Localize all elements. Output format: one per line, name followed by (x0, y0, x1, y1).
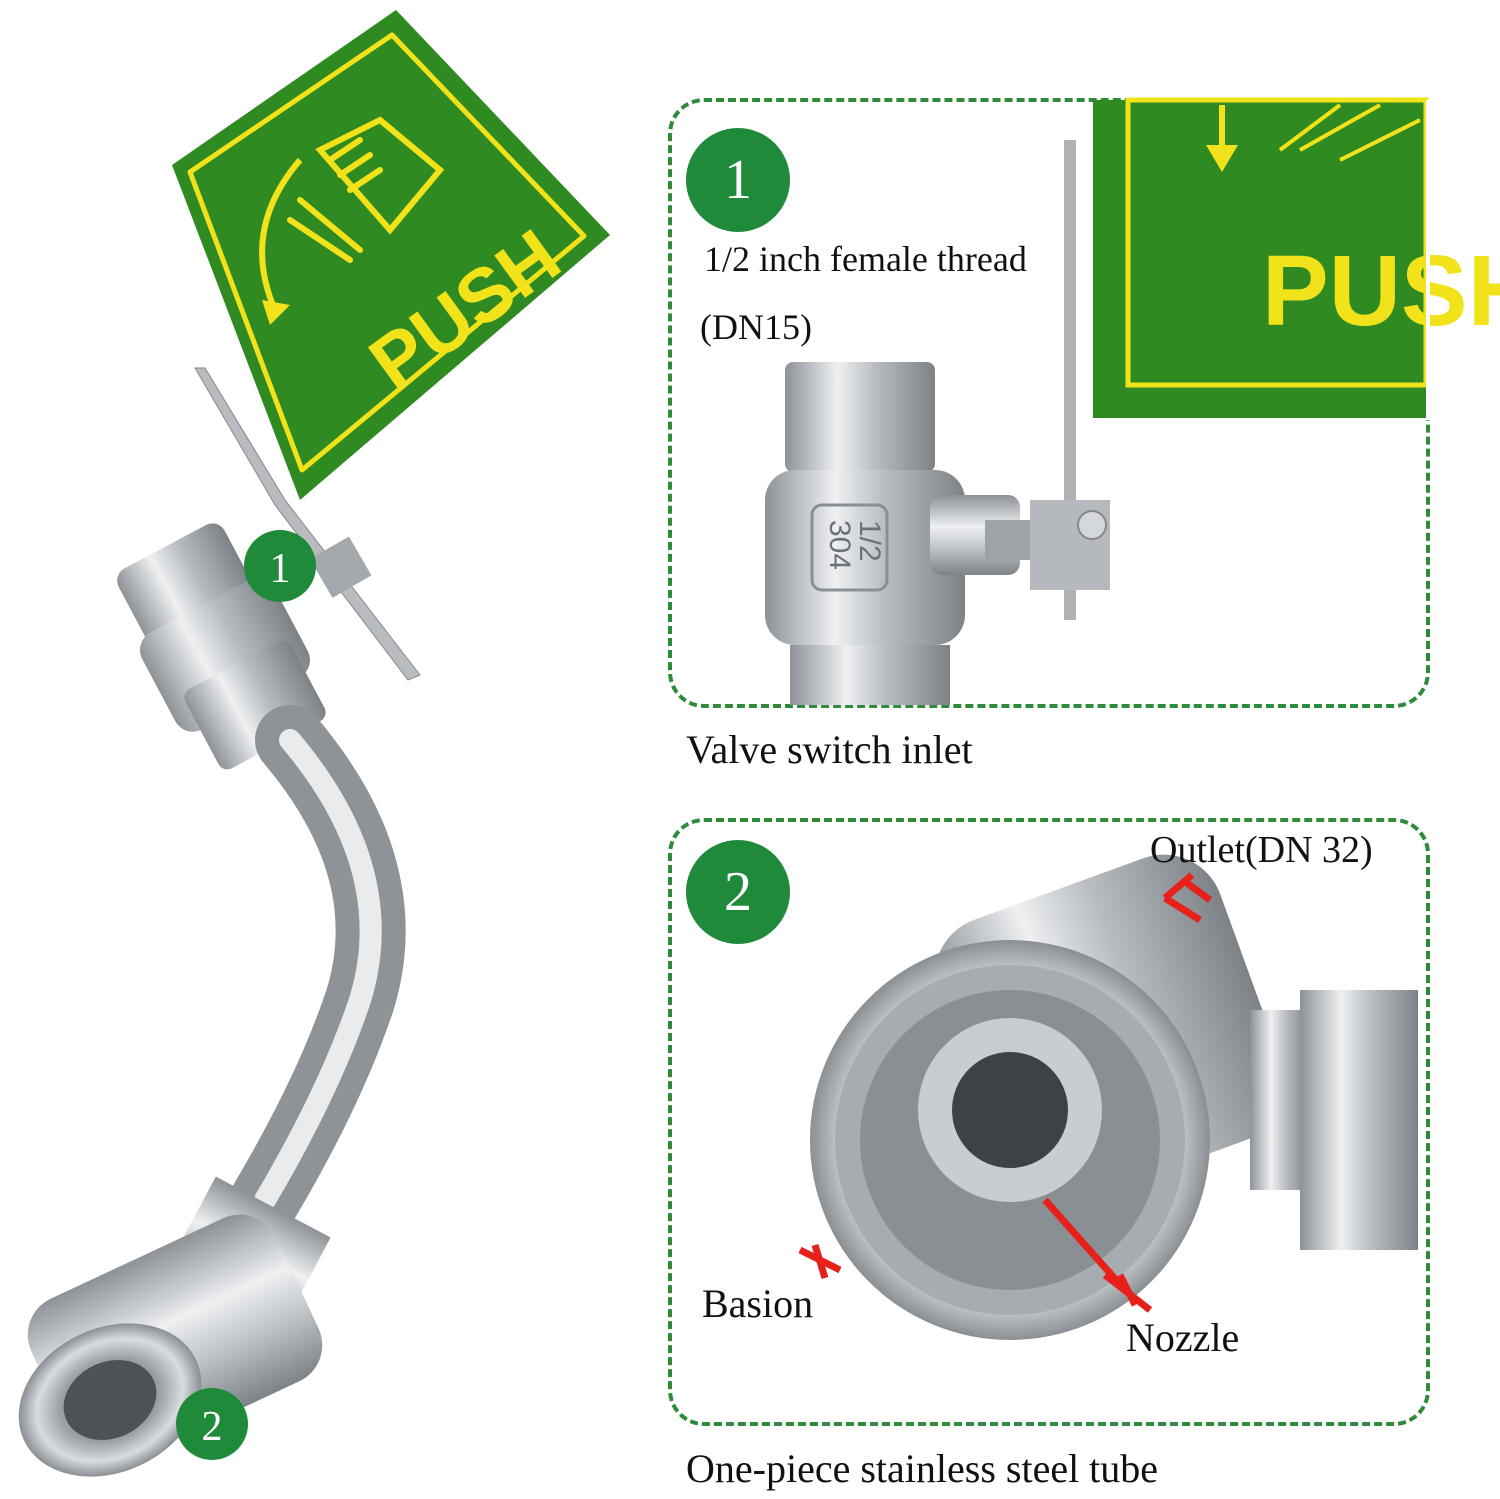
panel-1-badge-number: 1 (724, 149, 752, 211)
panel-1-push-sign: PUSH (1093, 97, 1500, 420)
outlet-label: Outlet(DN 32) (1150, 829, 1373, 871)
panel-1-ball-valve: 1/2 304 (765, 362, 1110, 705)
main-badge-2: 2 (176, 1388, 248, 1460)
panel-2-caption: One-piece stainless steel tube (686, 1446, 1159, 1491)
detail-panel-2 (668, 818, 1430, 1426)
panel-1-push-text: PUSH (1262, 235, 1500, 347)
outlet-dimension-arrow (1162, 872, 1213, 923)
nozzle-label: Nozzle (1126, 1315, 1240, 1360)
basin-dimension-arrow (798, 1243, 842, 1280)
lever-bracket (194, 367, 421, 681)
curved-arrow-icon (259, 158, 303, 312)
nozzle-dimension-arrow (1042, 1197, 1153, 1313)
panel-2-badge: 2 (686, 840, 790, 944)
dn-label: (DN15) (700, 307, 812, 347)
main-badge-1-number: 1 (270, 546, 291, 592)
valve-marking-material: 304 (823, 520, 856, 570)
panel-2-tee-fitting (810, 854, 1418, 1340)
valve-marking-size: 1/2 (853, 520, 886, 562)
panel-1-badge: 1 (686, 128, 790, 232)
thread-label: 1/2 inch female thread (704, 239, 1027, 279)
panel-2-badge-number: 2 (724, 861, 752, 923)
main-badge-1: 1 (244, 530, 316, 602)
basin-label: Basion (702, 1281, 814, 1326)
panel-1-caption: Valve switch inlet (686, 727, 973, 772)
main-badge-2-number: 2 (202, 1404, 223, 1450)
nozzle-tee (18, 1176, 331, 1477)
hand-icon (287, 116, 445, 263)
